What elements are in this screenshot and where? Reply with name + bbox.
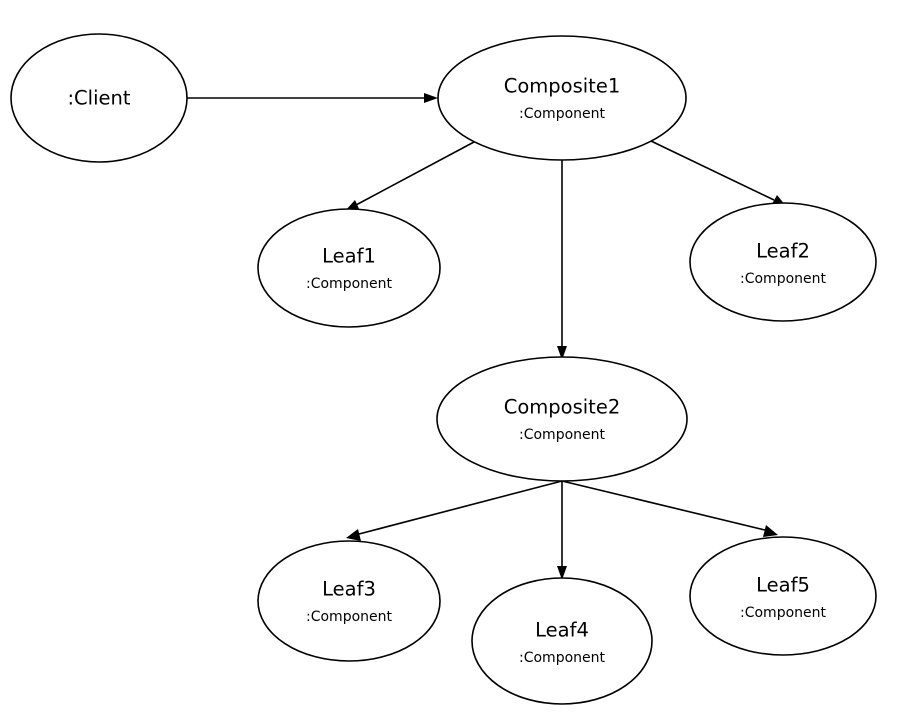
node-leaf3-ellipse[interactable] [257, 540, 441, 662]
node-leaf5[interactable]: Leaf5 :Component [689, 536, 877, 656]
node-leaf1[interactable]: Leaf1 :Component [257, 208, 441, 328]
node-client[interactable]: :Client [10, 33, 188, 163]
node-composite1-ellipse[interactable] [437, 35, 687, 161]
node-leaf4[interactable]: Leaf4 :Component [471, 577, 653, 705]
edge-composite2-to-leaf4 [557, 481, 567, 580]
edge-client-to-composite1 [187, 93, 438, 103]
node-composite2[interactable]: Composite2 :Component [436, 356, 688, 482]
edge-composite1-to-composite2 [557, 160, 567, 360]
arrowhead-composite2-to-leaf3 [346, 529, 361, 541]
node-composite1-subtitle: :Component [519, 106, 606, 122]
node-leaf1-ellipse[interactable] [257, 208, 441, 328]
node-client-title: :Client [67, 87, 130, 110]
edge-composite2-to-leaf5 [561, 480, 778, 537]
node-leaf1-title: Leaf1 [322, 245, 376, 268]
edge-composite2-to-leaf3 [346, 480, 563, 541]
edge-line-composite1-to-leaf2 [650, 140, 775, 201]
node-leaf4-subtitle: :Component [519, 650, 606, 666]
node-leaf3-title: Leaf3 [322, 578, 376, 601]
node-composite2-title: Composite2 [504, 396, 620, 419]
edge-line-composite1-to-leaf1 [355, 141, 475, 206]
arrowhead-composite1-to-composite2 [557, 346, 567, 360]
node-leaf4-title: Leaf4 [535, 619, 589, 642]
node-leaf2-ellipse[interactable] [689, 202, 877, 322]
arrowhead-composite2-to-leaf5 [763, 525, 778, 537]
node-leaf3[interactable]: Leaf3 :Component [257, 540, 441, 662]
edge-composite1-to-leaf2 [650, 140, 786, 206]
node-leaf3-subtitle: :Component [306, 609, 393, 625]
arrowhead-composite2-to-leaf4 [557, 566, 567, 580]
edge-composite1-to-leaf1 [345, 141, 475, 211]
node-composite2-ellipse[interactable] [436, 356, 688, 482]
node-composite2-subtitle: :Component [519, 427, 606, 443]
node-composite1-title: Composite1 [504, 75, 620, 98]
node-leaf1-subtitle: :Component [306, 276, 393, 292]
arrowhead-client-to-composite1 [424, 93, 438, 103]
node-leaf5-ellipse[interactable] [689, 536, 877, 656]
node-client-ellipse[interactable] [10, 33, 188, 163]
node-composite1[interactable]: Composite1 :Component [437, 35, 687, 161]
edge-line-composite2-to-leaf5 [561, 480, 766, 531]
node-leaf2-subtitle: :Component [740, 271, 827, 287]
node-leaf5-subtitle: :Component [740, 605, 827, 621]
edge-line-composite2-to-leaf3 [358, 480, 563, 535]
node-leaf2-title: Leaf2 [756, 240, 810, 263]
node-leaf2[interactable]: Leaf2 :Component [689, 202, 877, 322]
node-leaf4-ellipse[interactable] [471, 577, 653, 705]
node-leaf5-title: Leaf5 [756, 574, 810, 597]
